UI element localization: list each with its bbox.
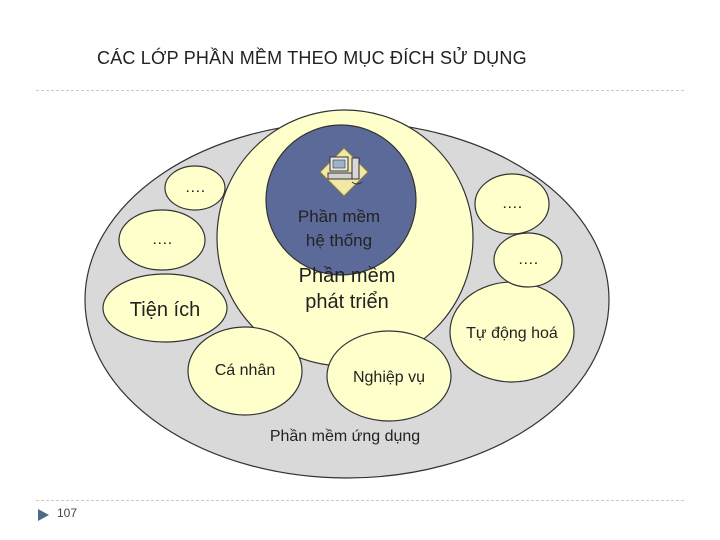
triangle-bullet-icon xyxy=(38,509,49,521)
svg-text:….: …. xyxy=(185,179,205,196)
page-number: 107 xyxy=(57,506,78,520)
system-software-core xyxy=(265,124,417,276)
svg-text:Cá nhân: Cá nhân xyxy=(215,362,276,379)
bubble-utilities: Tiện ích xyxy=(102,273,228,343)
svg-text:….: …. xyxy=(152,231,172,248)
system-software-label-line1: Phần mềm xyxy=(298,207,380,226)
bottom-divider xyxy=(36,500,684,501)
bubble-dots-mid-left: …. xyxy=(118,209,206,271)
system-software-label-line2: hệ thống xyxy=(306,231,372,250)
bubble-business: Nghiệp vụ xyxy=(326,330,452,422)
development-software-label-line1: Phần mềm xyxy=(299,265,396,287)
bubble-automation: Tự động hoá xyxy=(449,281,575,383)
bubble-personal: Cá nhân xyxy=(187,326,303,416)
bubble-dots-top-left: …. xyxy=(164,165,226,211)
svg-text:Tự động hoá: Tự động hoá xyxy=(466,325,558,342)
top-divider xyxy=(36,90,684,91)
svg-text:Nghiệp vụ: Nghiệp vụ xyxy=(353,369,425,386)
slide-title: CÁC LỚP PHẦN MỀM THEO MỤC ĐÍCH SỬ DỤNG xyxy=(97,48,527,68)
svg-text:….: …. xyxy=(518,251,538,268)
bubble-dots-mid-right: …. xyxy=(493,232,563,288)
bubble-dots-top-right: …. xyxy=(474,173,550,235)
svg-text:Tiện ích: Tiện ích xyxy=(130,299,200,321)
svg-text:….: …. xyxy=(502,195,522,212)
application-software-label: Phần mềm ứng dụng xyxy=(270,428,420,445)
computer-icon xyxy=(319,147,369,197)
development-software-label-line2: phát triển xyxy=(305,291,388,313)
